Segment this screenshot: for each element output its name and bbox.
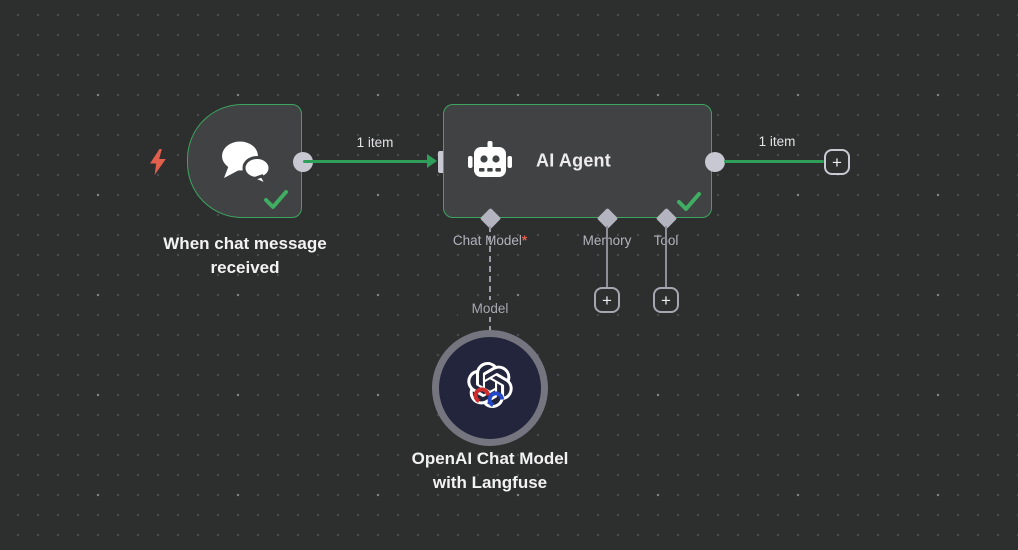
- trigger-node-label: When chat message received: [163, 234, 327, 277]
- add-memory-button[interactable]: +: [594, 287, 620, 313]
- node-openai-chat-model[interactable]: [432, 330, 548, 446]
- agent-node-title: AI Agent: [536, 150, 611, 171]
- chat-bubbles-icon: [222, 141, 272, 187]
- port-label-text: Chat Model: [452, 233, 522, 248]
- agent-output-connector[interactable]: [705, 152, 725, 172]
- plus-icon: +: [661, 290, 671, 310]
- success-check-icon: [264, 190, 288, 209]
- node-when-chat-message-received[interactable]: [187, 104, 302, 218]
- plus-icon: +: [602, 290, 612, 310]
- connection-arrow-icon: [427, 154, 437, 168]
- node-ai-agent[interactable]: AI Agent: [443, 104, 712, 218]
- success-check-icon: [677, 192, 701, 211]
- add-node-button[interactable]: +: [824, 149, 850, 175]
- langfuse-badge-icon: [473, 387, 504, 408]
- connection-items-label: 1 item: [758, 134, 796, 149]
- connection-tool-stub: [665, 226, 667, 288]
- connection-items-label: 1 item: [356, 135, 394, 150]
- plus-icon: +: [832, 152, 842, 172]
- openai-node-label: OpenAI Chat Model with Langfuse: [411, 449, 569, 492]
- agent-input-port[interactable]: [438, 151, 447, 173]
- model-connection-label: Model: [458, 300, 522, 317]
- robot-icon: [468, 141, 512, 177]
- required-asterisk: *: [521, 233, 528, 248]
- add-tool-button[interactable]: +: [653, 287, 679, 313]
- port-label-chat-model: Chat Model*: [438, 233, 542, 248]
- connection-trigger-to-agent[interactable]: [303, 160, 429, 163]
- connection-agent-to-model[interactable]: [489, 226, 491, 332]
- lightning-bolt-icon: [150, 149, 166, 175]
- connection-memory-stub: [606, 226, 608, 288]
- connection-agent-output[interactable]: [724, 160, 824, 163]
